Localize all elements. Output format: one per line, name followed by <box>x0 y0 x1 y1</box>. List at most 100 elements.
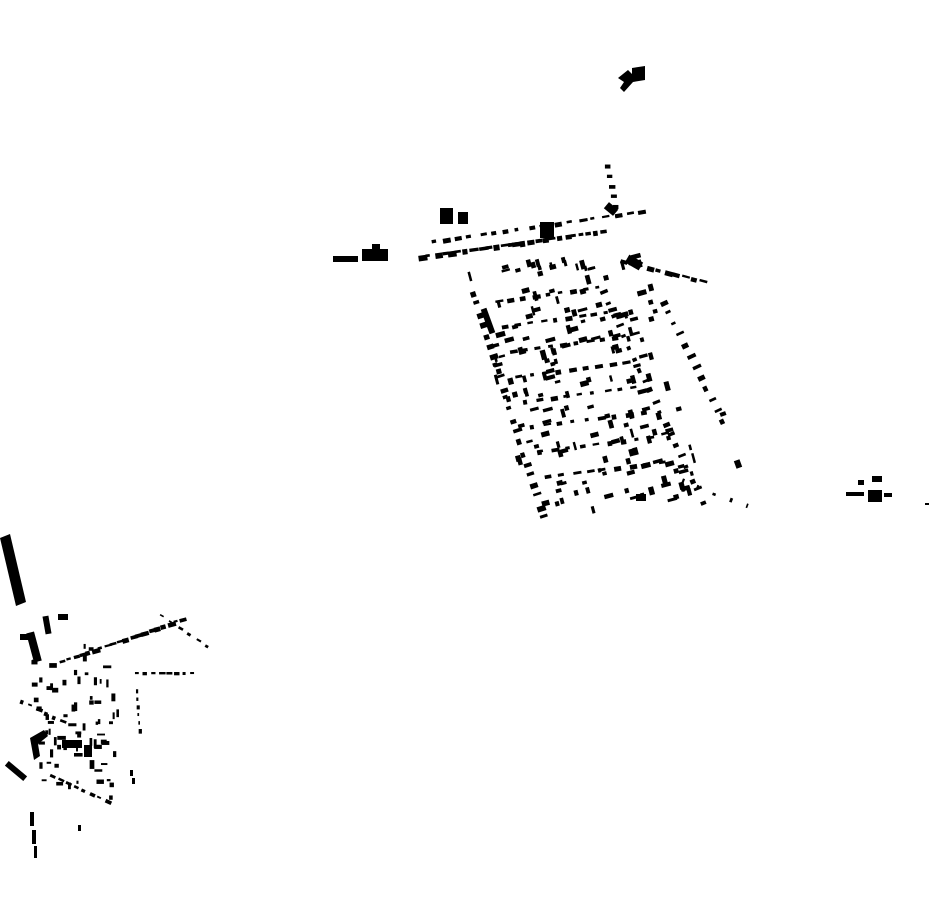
building <box>579 313 587 318</box>
building <box>431 239 437 244</box>
building <box>442 251 449 256</box>
building <box>607 329 614 337</box>
building <box>682 485 691 491</box>
building <box>619 260 626 271</box>
building <box>523 462 533 469</box>
building <box>672 272 681 279</box>
building <box>536 504 547 513</box>
building <box>555 488 562 494</box>
building <box>719 411 727 417</box>
building <box>76 780 79 784</box>
building <box>362 249 388 261</box>
building <box>514 454 522 463</box>
building <box>583 265 588 272</box>
building <box>579 444 586 449</box>
building <box>196 638 202 643</box>
building <box>677 463 685 469</box>
building <box>190 672 195 675</box>
building <box>678 468 689 475</box>
building <box>534 346 541 351</box>
building <box>602 455 609 464</box>
building <box>529 406 540 412</box>
building <box>45 714 49 720</box>
building <box>159 672 166 675</box>
building <box>511 241 521 248</box>
building <box>609 362 618 368</box>
building <box>38 741 45 745</box>
building <box>564 390 571 399</box>
building <box>518 349 527 356</box>
building <box>548 236 556 241</box>
building <box>458 212 468 224</box>
building <box>138 729 142 734</box>
building <box>636 289 647 297</box>
building <box>594 363 604 370</box>
building <box>48 728 51 735</box>
building <box>500 387 509 394</box>
building <box>627 326 634 337</box>
building <box>573 489 579 497</box>
building <box>137 713 140 717</box>
buildings-layer <box>0 66 929 858</box>
building <box>648 316 655 323</box>
building <box>542 406 554 413</box>
building <box>645 435 653 444</box>
building <box>660 475 669 487</box>
building <box>585 231 592 236</box>
building <box>655 411 663 421</box>
building <box>130 770 133 776</box>
building <box>492 342 500 348</box>
building <box>846 492 864 496</box>
building <box>571 308 578 317</box>
building <box>47 720 54 724</box>
building <box>76 744 78 752</box>
building <box>542 418 552 425</box>
building <box>622 360 631 365</box>
building <box>667 496 678 503</box>
building <box>578 336 588 344</box>
building <box>532 491 542 497</box>
building <box>549 262 554 268</box>
building <box>540 430 550 438</box>
building <box>77 732 82 738</box>
building <box>626 378 632 384</box>
building <box>132 778 135 784</box>
building <box>630 252 642 260</box>
building <box>675 330 685 337</box>
building <box>36 706 42 711</box>
building <box>498 354 506 359</box>
building <box>729 497 734 503</box>
building <box>612 332 622 339</box>
building <box>581 480 588 485</box>
building <box>509 349 518 355</box>
building <box>479 321 489 329</box>
building <box>587 404 595 410</box>
building <box>68 723 77 727</box>
building <box>73 702 78 712</box>
building <box>590 312 598 317</box>
building <box>607 440 613 447</box>
building <box>572 441 578 451</box>
building <box>63 714 68 718</box>
building <box>112 712 115 720</box>
building <box>675 406 682 412</box>
building <box>623 422 630 428</box>
building <box>579 379 590 388</box>
building <box>548 288 556 294</box>
building <box>690 277 698 283</box>
building <box>529 372 535 377</box>
building <box>505 395 512 403</box>
building <box>554 221 563 228</box>
building <box>529 424 535 430</box>
building <box>511 391 519 398</box>
building <box>560 408 567 418</box>
building <box>541 319 548 323</box>
building <box>46 686 52 690</box>
building <box>530 261 537 269</box>
building <box>592 230 599 237</box>
building <box>600 467 606 472</box>
building <box>626 345 632 351</box>
building <box>702 385 709 393</box>
building <box>526 471 535 477</box>
